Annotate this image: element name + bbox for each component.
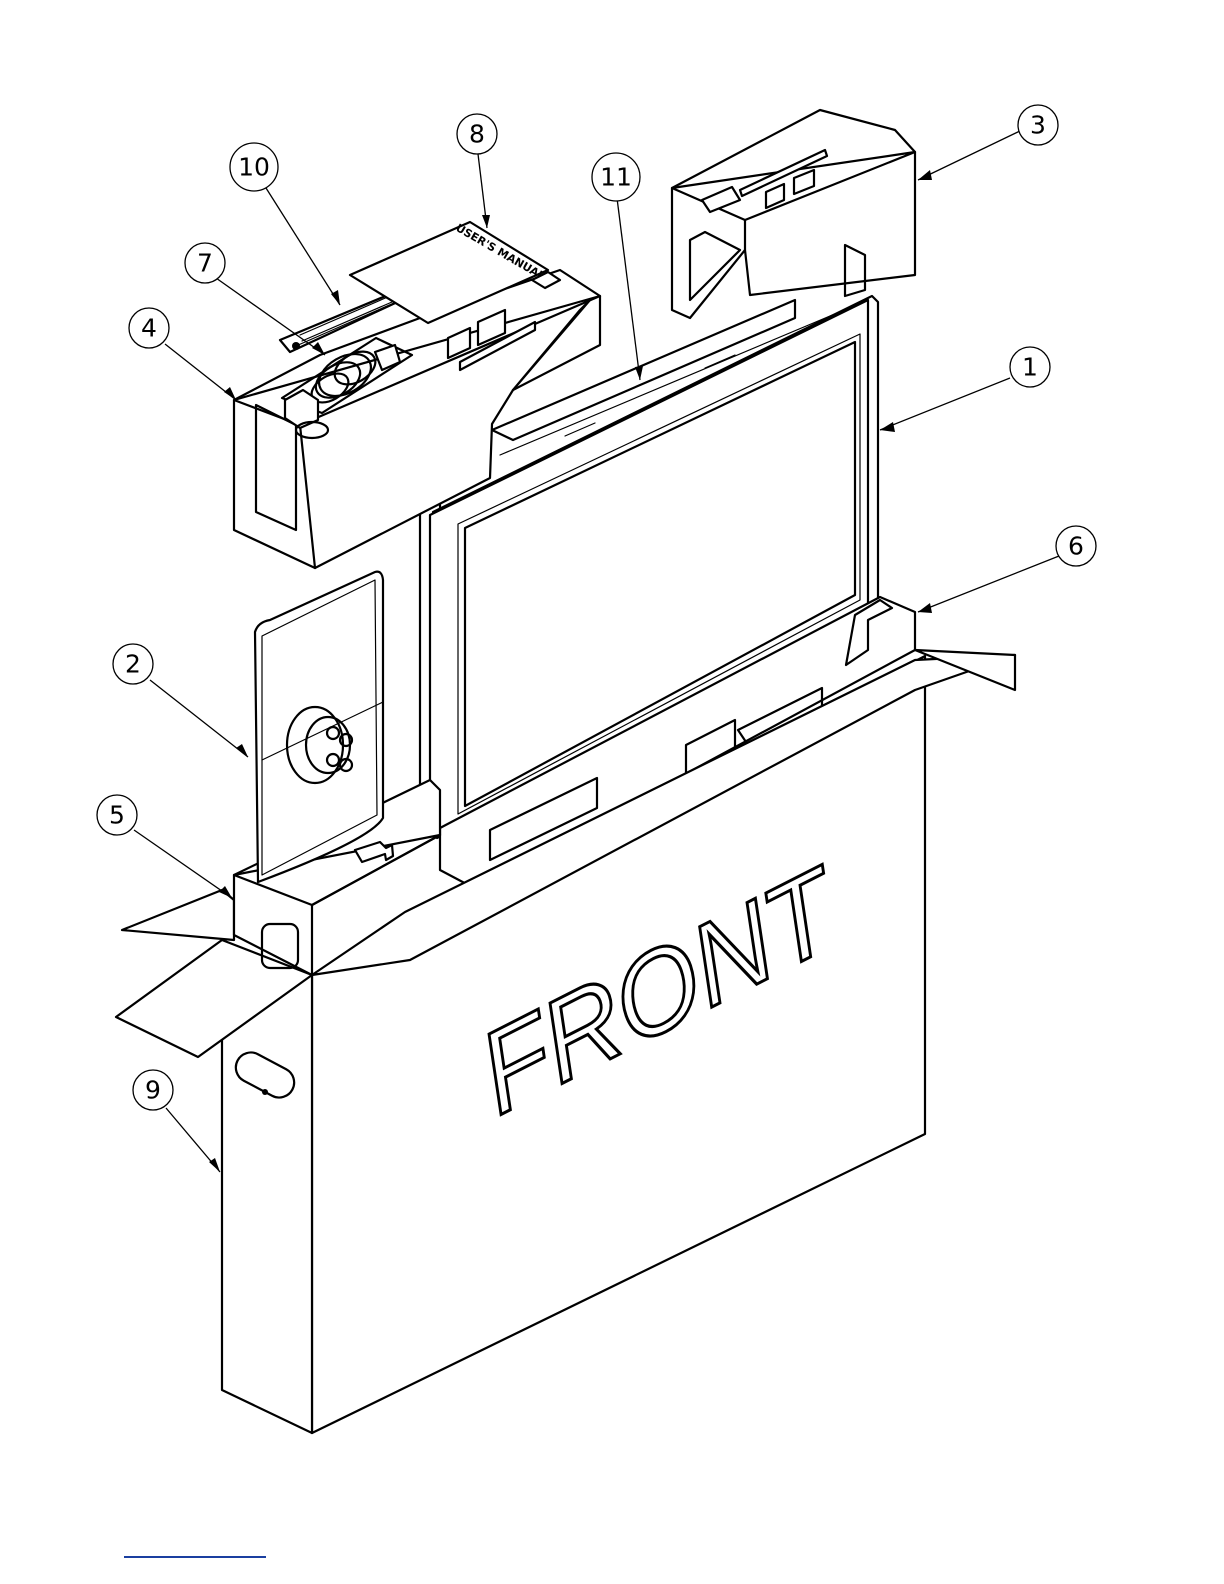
callout-number: 9 bbox=[145, 1076, 161, 1105]
callout-number: 3 bbox=[1030, 111, 1046, 140]
callout-bubble-8: 8 bbox=[457, 114, 497, 154]
callout-bubble-4: 4 bbox=[129, 308, 169, 348]
callout-bubble-9: 9 bbox=[133, 1070, 173, 1110]
callout-bubble-10: 10 bbox=[230, 143, 278, 191]
callout-number: 2 bbox=[125, 650, 141, 679]
page-rule bbox=[124, 1556, 266, 1558]
callout-bubble-7: 7 bbox=[185, 243, 225, 283]
callout-bubble-3: 3 bbox=[1018, 105, 1058, 145]
callout-number: 8 bbox=[469, 120, 485, 149]
callout-bubble-1: 1 bbox=[1010, 347, 1050, 387]
callout-bubble-11: 11 bbox=[592, 153, 640, 201]
callout-number: 11 bbox=[600, 163, 632, 192]
stand-plate bbox=[255, 572, 383, 882]
callout-number: 1 bbox=[1022, 353, 1038, 382]
callout-bubble-5: 5 bbox=[97, 795, 137, 835]
callout-number: 10 bbox=[238, 153, 270, 182]
callout-number: 5 bbox=[109, 801, 125, 830]
callout-bubble-6: 6 bbox=[1056, 526, 1096, 566]
callout-number: 7 bbox=[197, 249, 213, 278]
callout-number: 6 bbox=[1068, 532, 1084, 561]
callout-number: 4 bbox=[141, 314, 157, 343]
callout-bubble-2: 2 bbox=[113, 644, 153, 684]
right-top-foam bbox=[672, 110, 915, 318]
